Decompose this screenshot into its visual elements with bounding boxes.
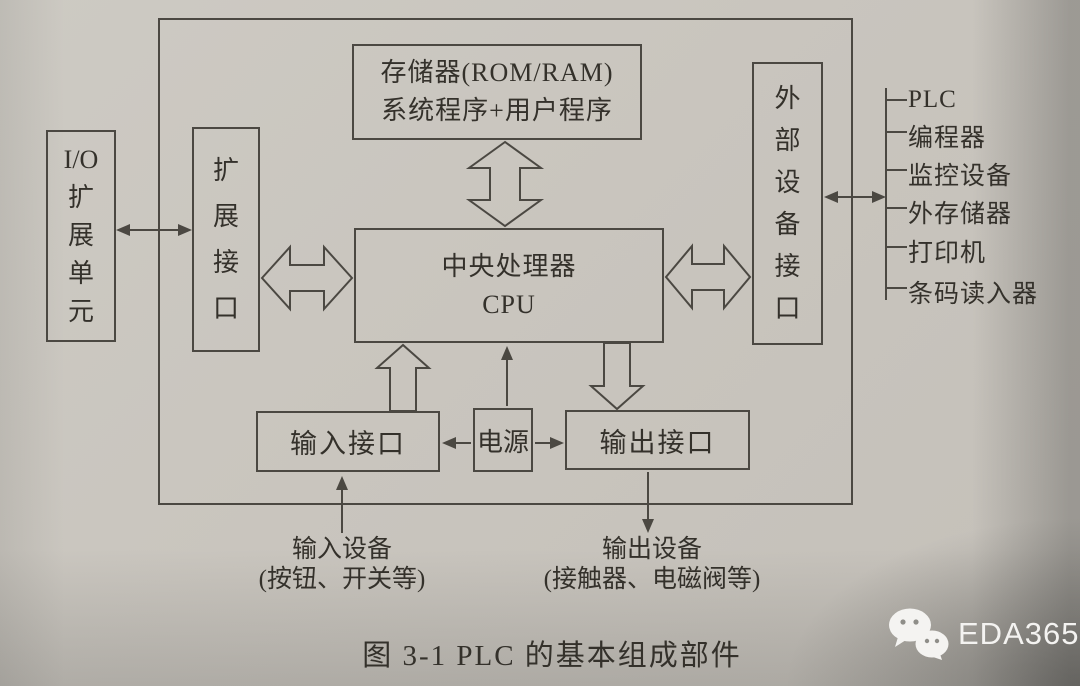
watermark: EDA365: [888, 608, 1079, 660]
external-device-interface-block: 外部设备接口: [752, 62, 823, 345]
plc-main-frame: [158, 18, 853, 505]
input-devices-note: 输入设备(按钮、开关等): [258, 536, 426, 593]
external-device-storage: 外存储器: [908, 201, 1013, 228]
external-device-barcode-reader: 条码读入器: [908, 281, 1039, 308]
output-devices-note: 输出设备(接触器、电磁阀等): [543, 536, 761, 593]
figure-caption: 图 3-1 PLC 的基本组成部件: [362, 640, 742, 672]
expansion-interface-block: 扩展接口: [192, 127, 260, 352]
external-device-printer: 打印机: [908, 240, 987, 267]
wechat-icon: [889, 608, 949, 660]
watermark-brand: EDA365: [958, 616, 1080, 651]
memory-block: 存储器(ROM/RAM)系统程序+用户程序: [352, 44, 642, 140]
external-device-plc: PLC: [908, 86, 957, 113]
output-interface-block: 输出接口: [565, 410, 750, 470]
external-device-monitor: 监控设备: [908, 163, 1013, 190]
input-interface-block: 输入接口: [256, 411, 440, 472]
external-device-programmer: 编程器: [908, 125, 987, 152]
power-supply-block: 电源: [473, 408, 533, 472]
